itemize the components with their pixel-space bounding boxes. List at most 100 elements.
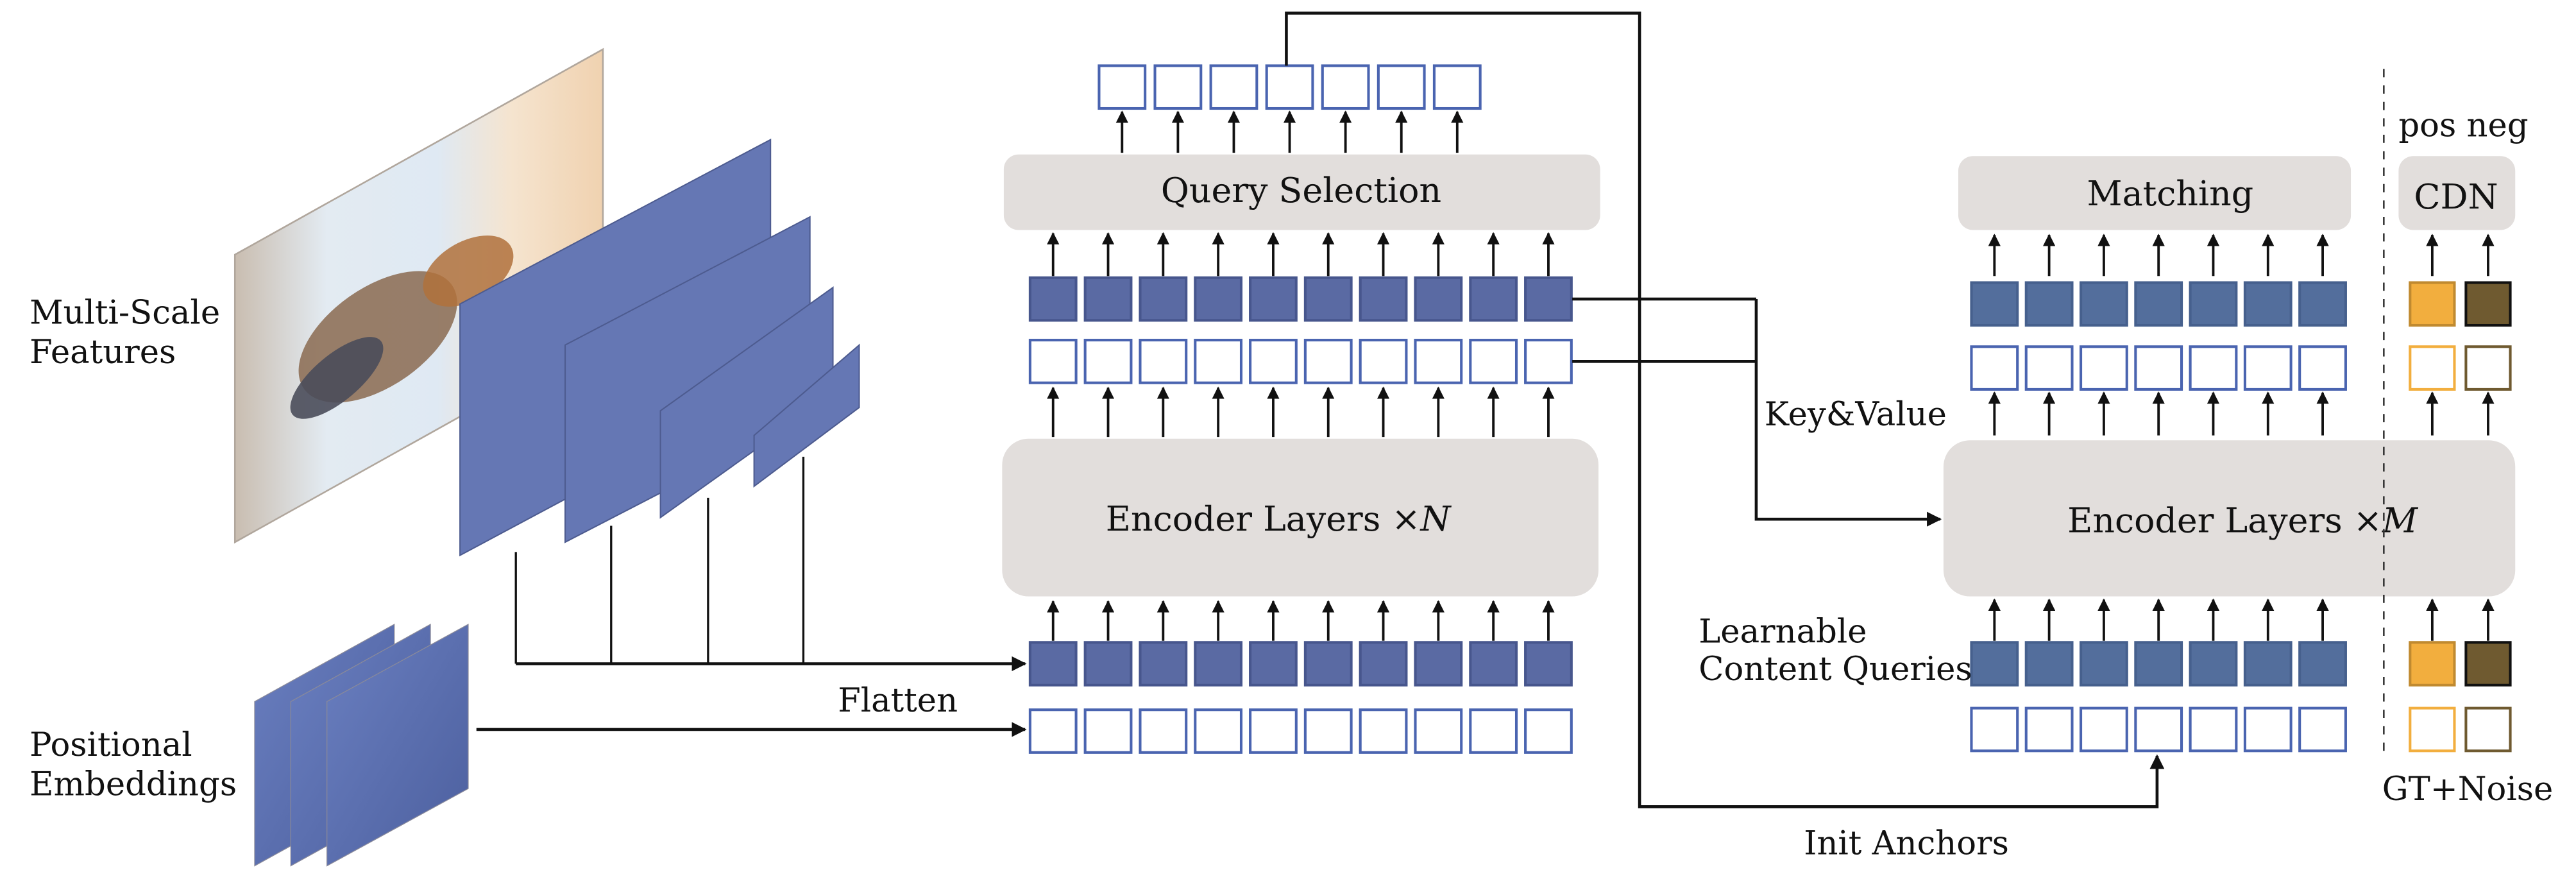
encoder-output-content-token bbox=[1303, 276, 1353, 322]
decoder-output-position-token bbox=[2189, 345, 2238, 391]
anchor-query-token bbox=[2243, 706, 2292, 753]
encoder-output-position-token bbox=[1359, 339, 1408, 384]
learnable-content-query-token bbox=[1970, 641, 2019, 687]
pos-neg-label: pos neg bbox=[2398, 107, 2528, 145]
decoder-output-position-token bbox=[2243, 345, 2292, 391]
encoder-output-content-token bbox=[1469, 276, 1518, 322]
encoder-output-content-token bbox=[1083, 276, 1133, 322]
cdn-negative-output-position-token bbox=[2464, 345, 2512, 391]
encoder-output-content-token bbox=[1028, 276, 1078, 322]
encoder-output-position-token bbox=[1303, 339, 1353, 384]
encoder-input-content-token bbox=[1524, 641, 1573, 687]
cdn-negative-output-token bbox=[2464, 281, 2512, 327]
matching-label: Matching bbox=[2087, 173, 2254, 214]
encoder-input-content-token bbox=[1139, 641, 1188, 687]
encoder-output-content-token bbox=[1249, 276, 1298, 322]
encoder-output-position-token bbox=[1194, 339, 1243, 384]
key-value-label: Key&Value bbox=[1765, 395, 1947, 434]
token-layer bbox=[1028, 64, 2512, 754]
encoder-output-position-token bbox=[1414, 339, 1463, 384]
selected-query-token bbox=[1097, 64, 1147, 110]
encoder-input-position-token bbox=[1414, 708, 1463, 754]
learnable-content-query-token bbox=[2298, 641, 2347, 687]
cdn-negative-query-token bbox=[2464, 641, 2512, 687]
encoder-n-label: Encoder Layers ×N bbox=[1106, 499, 1452, 539]
init-anchors-label: Init Anchors bbox=[1804, 824, 2009, 863]
cdn-positive-output-position-token bbox=[2409, 345, 2456, 391]
anchor-query-token bbox=[2298, 706, 2347, 753]
positional-label-line1: Positional bbox=[30, 726, 192, 764]
cdn-block bbox=[2398, 156, 2516, 230]
decoder-output-position-token bbox=[2079, 345, 2128, 391]
positional-label-line2: Embeddings bbox=[30, 765, 237, 803]
multi-scale-label-line1: Multi-Scale bbox=[30, 293, 220, 332]
decoder-output-position-token bbox=[2134, 345, 2183, 391]
encoder-input-position-token bbox=[1028, 708, 1078, 754]
query-selection-label: Query Selection bbox=[1161, 170, 1441, 210]
learnable-content-query-token bbox=[2134, 641, 2183, 687]
encoder-input-position-token bbox=[1194, 708, 1243, 754]
connector-lines bbox=[1285, 12, 2165, 808]
decoder-output-position-token bbox=[2024, 345, 2074, 391]
matching-block bbox=[1958, 156, 2351, 230]
encoder-output-content-token bbox=[1194, 276, 1243, 322]
encoder-input-position-token bbox=[1083, 708, 1133, 754]
encoder-m-label: Encoder Layers ×M bbox=[2067, 500, 2419, 541]
encoder-input-content-token bbox=[1194, 641, 1243, 687]
flatten-connectors bbox=[514, 456, 1027, 672]
flatten-label: Flatten bbox=[838, 681, 958, 720]
anchor-query-token bbox=[2134, 706, 2183, 753]
encoder-output-position-token bbox=[1083, 339, 1133, 384]
decoder-output-position-token bbox=[1970, 345, 2019, 391]
encoder-output-content-token bbox=[1359, 276, 1408, 322]
decoder-output-content-token bbox=[2298, 281, 2347, 327]
anchor-query-token bbox=[2024, 706, 2074, 753]
learnable-content-query-token bbox=[2024, 641, 2074, 687]
encoder-input-content-token bbox=[1028, 641, 1078, 687]
cdn-positive-output-token bbox=[2409, 281, 2456, 327]
query-selection-block bbox=[1003, 154, 1600, 230]
encoder-input-position-token bbox=[1524, 708, 1573, 754]
selected-query-token bbox=[1432, 64, 1482, 110]
selected-query-token bbox=[1153, 64, 1203, 110]
cdn-negative-anchor-token bbox=[2464, 706, 2512, 753]
selected-query-token bbox=[1377, 64, 1426, 110]
encoder-input-content-token bbox=[1249, 641, 1298, 687]
encoder-n-block bbox=[1002, 438, 1599, 597]
learnable-content-query-token bbox=[2079, 641, 2128, 687]
encoder-input-position-token bbox=[1249, 708, 1298, 754]
gt-noise-label: GT+Noise bbox=[2382, 770, 2554, 808]
encoder-input-content-token bbox=[1359, 641, 1408, 687]
multi-scale-label-line2: Features bbox=[30, 333, 176, 371]
encoder-input-position-token bbox=[1359, 708, 1408, 754]
learnable-content-query-token bbox=[2189, 641, 2238, 687]
encoder-input-position-token bbox=[1303, 708, 1353, 754]
cdn-label: CDN bbox=[2414, 176, 2498, 217]
encoder-output-position-token bbox=[1249, 339, 1298, 384]
encoder-output-content-token bbox=[1524, 276, 1573, 322]
selected-query-token bbox=[1321, 64, 1370, 110]
encoder-output-content-token bbox=[1139, 276, 1188, 322]
key-value-line bbox=[1754, 299, 1942, 527]
encoder-output-position-token bbox=[1469, 339, 1518, 384]
positional-embeddings bbox=[254, 623, 469, 867]
learnable-label-line1: Learnable bbox=[1699, 612, 1867, 651]
encoder-input-position-token bbox=[1469, 708, 1518, 754]
decoder-output-content-token bbox=[2243, 281, 2292, 327]
decoder-output-content-token bbox=[2079, 281, 2128, 327]
init-anchor-line bbox=[1285, 12, 2165, 808]
cdn-positive-query-token bbox=[2409, 641, 2456, 687]
anchor-query-token bbox=[2189, 706, 2238, 753]
encoder-input-content-token bbox=[1414, 641, 1463, 687]
encoder-output-position-token bbox=[1139, 339, 1188, 384]
decoder-output-content-token bbox=[2024, 281, 2074, 327]
encoder-output-position-token bbox=[1524, 339, 1573, 384]
anchor-query-token bbox=[1970, 706, 2019, 753]
learnable-content-query-token bbox=[2243, 641, 2292, 687]
decoder-output-content-token bbox=[2189, 281, 2238, 327]
decoder-output-position-token bbox=[2298, 345, 2347, 391]
feature-pyramid bbox=[459, 138, 860, 557]
feature-plane-4 bbox=[753, 343, 860, 488]
selected-query-token bbox=[1209, 64, 1258, 110]
